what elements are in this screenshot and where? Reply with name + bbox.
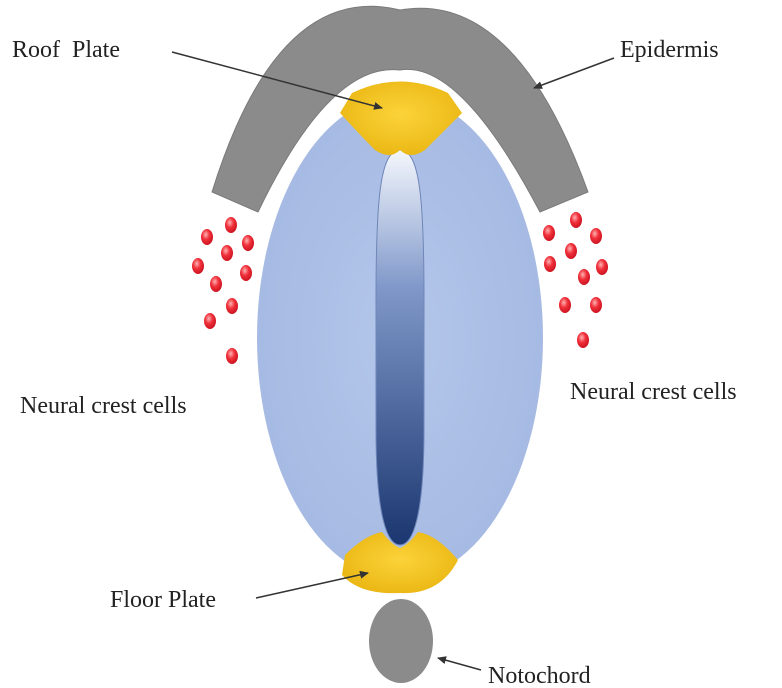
crest-cell	[577, 332, 589, 348]
crest-cell	[559, 297, 571, 313]
notochord-arrow	[438, 658, 481, 670]
crest-cell	[565, 243, 577, 259]
crest-cell	[590, 228, 602, 244]
lumen	[376, 150, 424, 545]
floor-plate-arrow	[256, 573, 368, 598]
crest-cell	[225, 217, 237, 233]
crest-cell	[226, 348, 238, 364]
notochord	[369, 599, 433, 683]
neural-crest-cells-left	[192, 217, 254, 364]
crest-cell	[201, 229, 213, 245]
neural-crest-left-label: Neural crest cells	[20, 394, 187, 418]
crest-cell	[221, 245, 233, 261]
crest-cell	[596, 259, 608, 275]
crest-cell	[204, 313, 216, 329]
neural-crest-right-label: Neural crest cells	[570, 380, 737, 404]
crest-cell	[578, 269, 590, 285]
floor-plate-label: Floor Plate	[110, 588, 216, 612]
crest-cell	[192, 258, 204, 274]
neural-crest-cells-right	[543, 212, 608, 348]
roof-plate-label: Roof Plate	[12, 38, 120, 62]
epidermis-label: Epidermis	[620, 38, 719, 62]
notochord-label: Notochord	[488, 664, 591, 688]
crest-cell	[226, 298, 238, 314]
crest-cell	[590, 297, 602, 313]
crest-cell	[242, 235, 254, 251]
crest-cell	[210, 276, 222, 292]
crest-cell	[570, 212, 582, 228]
crest-cell	[543, 225, 555, 241]
crest-cell	[544, 256, 556, 272]
epidermis-arrow	[534, 58, 614, 88]
crest-cell	[240, 265, 252, 281]
